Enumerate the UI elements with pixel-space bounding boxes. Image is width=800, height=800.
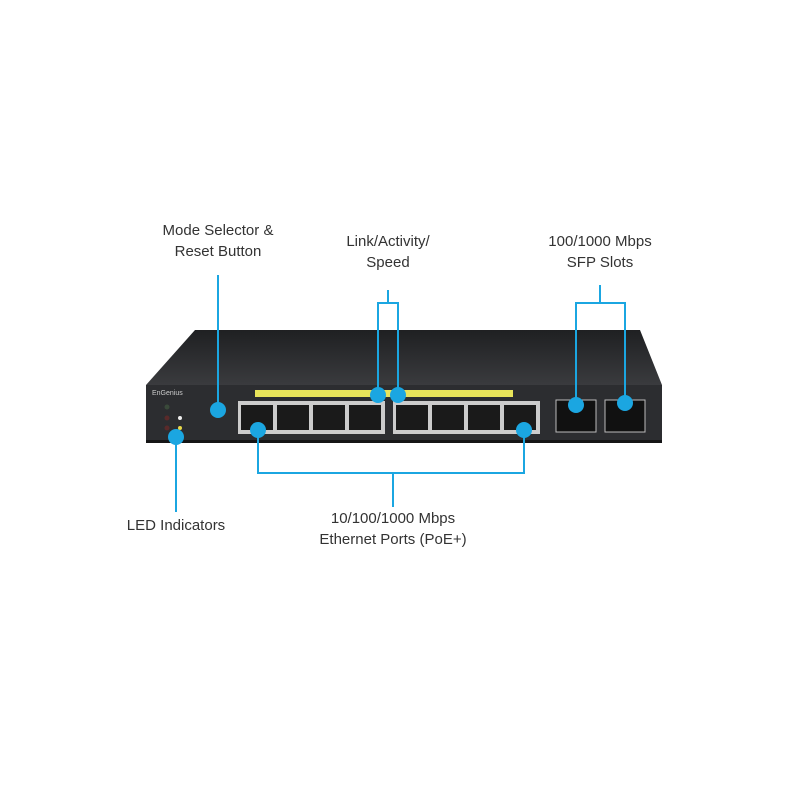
- label-sfp-slots: 100/1000 Mbps SFP Slots: [548, 233, 652, 271]
- label-mode-selector: Mode Selector & Reset Button: [162, 222, 274, 260]
- callout-lines: [175, 275, 626, 512]
- ethernet-port: [277, 405, 309, 430]
- ethernet-port: [432, 405, 464, 430]
- led-indicators: [164, 404, 182, 431]
- brand-logo: EnGenius: [152, 390, 183, 397]
- switch-top: [146, 330, 662, 385]
- label-link-activity: Link/Activity/ Speed: [346, 233, 430, 271]
- callout-dots: [168, 387, 633, 445]
- ethernet-port: [468, 405, 500, 430]
- ethernet-port: [313, 405, 345, 430]
- ethernet-ports: [238, 401, 540, 434]
- label-ethernet-ports: 10/100/1000 Mbps Ethernet Ports (PoE+): [319, 510, 467, 548]
- ethernet-port: [396, 405, 428, 430]
- label-led-indicators: LED Indicators: [126, 517, 226, 534]
- ethernet-port: [349, 405, 381, 430]
